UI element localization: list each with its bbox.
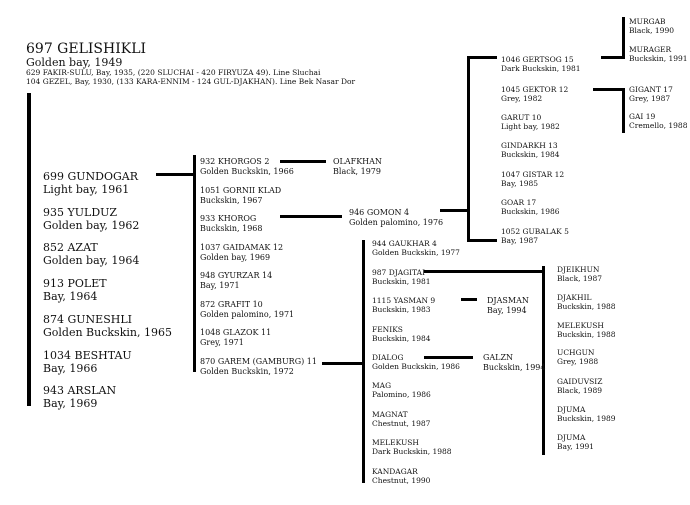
root-sire-line: 629 FAKIR-SULU, Bay, 1935, (220 SLUCHAI …	[26, 68, 321, 77]
root-vertical-line	[27, 93, 31, 406]
yasman-djasman-line	[461, 298, 477, 301]
gertsog-connector-line	[601, 56, 624, 59]
dialog-galzn-line	[424, 356, 473, 359]
gektor-connector-line	[593, 88, 624, 91]
root-dam-line: 104 GEZEL, Bay, 1930, (133 KARA-ENNIM - …	[26, 77, 356, 86]
djagitai-connector-line	[424, 270, 544, 273]
garem-connector-line	[322, 362, 364, 365]
khorog-gomon-line	[280, 215, 342, 218]
gomon-connector-line	[440, 209, 469, 212]
djagitai-vertical-line	[542, 266, 545, 455]
root-horse-color: Golden bay, 1949	[26, 56, 123, 69]
gektor-vertical-line	[622, 88, 625, 133]
gundogar-connector-line	[156, 173, 195, 176]
garem-vertical-line	[362, 240, 365, 483]
khorgos-olafkhan-line	[280, 160, 326, 163]
gomon-gaukhar-line	[467, 239, 497, 242]
root-horse-name: 697 GELISHIKLI	[26, 41, 147, 57]
gertsog-vertical-line	[622, 17, 625, 59]
gundogar-vertical-line	[193, 155, 196, 372]
gomon-vertical-line	[467, 56, 470, 242]
gomon-top-branch-line	[467, 56, 497, 59]
